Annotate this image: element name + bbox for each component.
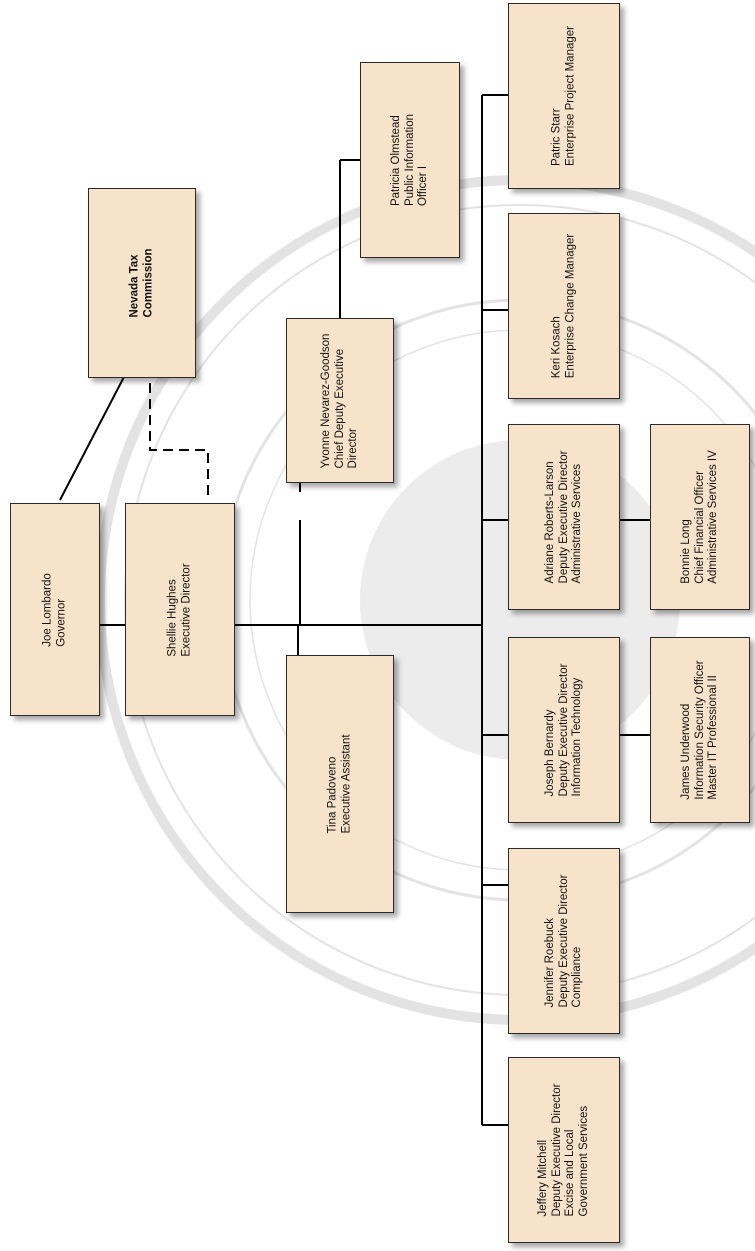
- node-change-title: Enterprise Change Manager: [564, 233, 576, 379]
- node-project-manager: Patric Starr Enterprise Project Manager: [508, 3, 620, 189]
- node-commission: Nevada Tax Commission: [88, 188, 196, 378]
- node-pio-name: Patricia Olmstead: [389, 115, 402, 207]
- node-commission-title: Commission: [142, 248, 154, 318]
- node-executive-name: Shellie Hughes: [166, 578, 179, 657]
- node-admin-title2: Administrative Services: [570, 463, 583, 584]
- node-chief-deputy-title: Chief Deputy Executive: [333, 348, 346, 468]
- node-assistant-name: Tina Padoveno: [326, 756, 339, 834]
- node-governor-title: Governor: [55, 598, 67, 647]
- node-admin-services: Adriane Roberts-Larson Deputy Executive …: [508, 424, 620, 610]
- node-admin-title: Deputy Executive Director: [557, 450, 570, 584]
- node-security-title2: Master IT Professional II: [706, 675, 719, 800]
- node-compliance: Jennifer Roebuck Deputy Executive Direct…: [508, 848, 620, 1034]
- node-assistant-title: Executive Assistant: [340, 734, 352, 834]
- node-security: James Underwood Information Security Off…: [650, 637, 750, 823]
- node-governor-name: Joe Lombardo: [41, 572, 54, 647]
- node-admin-name: Adriane Roberts-Larson: [543, 461, 556, 584]
- node-pio: Patricia Olmstead Public Information Off…: [360, 62, 460, 258]
- node-project-name: Patric Starr: [550, 108, 563, 166]
- node-pio-title: Public Information: [403, 113, 416, 207]
- node-chief-deputy: Yvonne Nevarez-Goodson Chief Deputy Exec…: [286, 318, 394, 483]
- node-compliance-title: Deputy Executive Director: [557, 874, 570, 1008]
- node-change-name: Keri Kosach: [550, 316, 563, 379]
- node-cfo-name: Bonnie Long: [679, 519, 692, 584]
- node-excise-title2: Excise and Local: [564, 1129, 576, 1217]
- node-governor: Joe Lombardo Governor: [10, 503, 100, 716]
- node-pio-title2: Officer I: [416, 165, 429, 207]
- node-assistant: Tina Padoveno Executive Assistant: [286, 655, 394, 913]
- node-it-title: Deputy Executive Director: [557, 663, 570, 797]
- node-commission-name: Nevada Tax: [128, 254, 141, 318]
- node-executive-director: Shellie Hughes Executive Director: [125, 503, 235, 716]
- node-executive-title: Executive Director: [180, 562, 192, 657]
- node-compliance-name: Jennifer Roebuck: [543, 917, 556, 1008]
- node-cfo: Bonnie Long Chief Financial Officer Admi…: [650, 424, 750, 610]
- node-cfo-title: Chief Financial Officer: [693, 470, 706, 584]
- node-excise-title: Deputy Executive Director: [550, 1083, 563, 1217]
- node-it-title2: Information Technology: [570, 677, 583, 797]
- node-compliance-title2: Compliance: [570, 946, 583, 1008]
- node-chief-deputy-name: Yvonne Nevarez-Goodson: [319, 333, 332, 468]
- node-it: Joseph Bernardy Deputy Executive Directo…: [508, 637, 620, 823]
- node-excise-name: Jeffery Mitchell: [537, 1139, 549, 1217]
- node-change-manager: Keri Kosach Enterprise Change Manager: [508, 213, 620, 399]
- node-chief-deputy-title2: Director: [346, 427, 359, 468]
- node-excise-title3: Government Services: [577, 1105, 590, 1217]
- node-it-name: Joseph Bernardy: [543, 709, 556, 797]
- node-security-title: Information Security Officer: [693, 660, 706, 800]
- node-excise: Jeffery Mitchell Deputy Executive Direct…: [508, 1057, 620, 1243]
- node-security-name: James Underwood: [679, 703, 692, 800]
- node-project-title: Enterprise Project Manager: [564, 26, 576, 166]
- node-cfo-title2: Administrative Services IV: [706, 450, 719, 584]
